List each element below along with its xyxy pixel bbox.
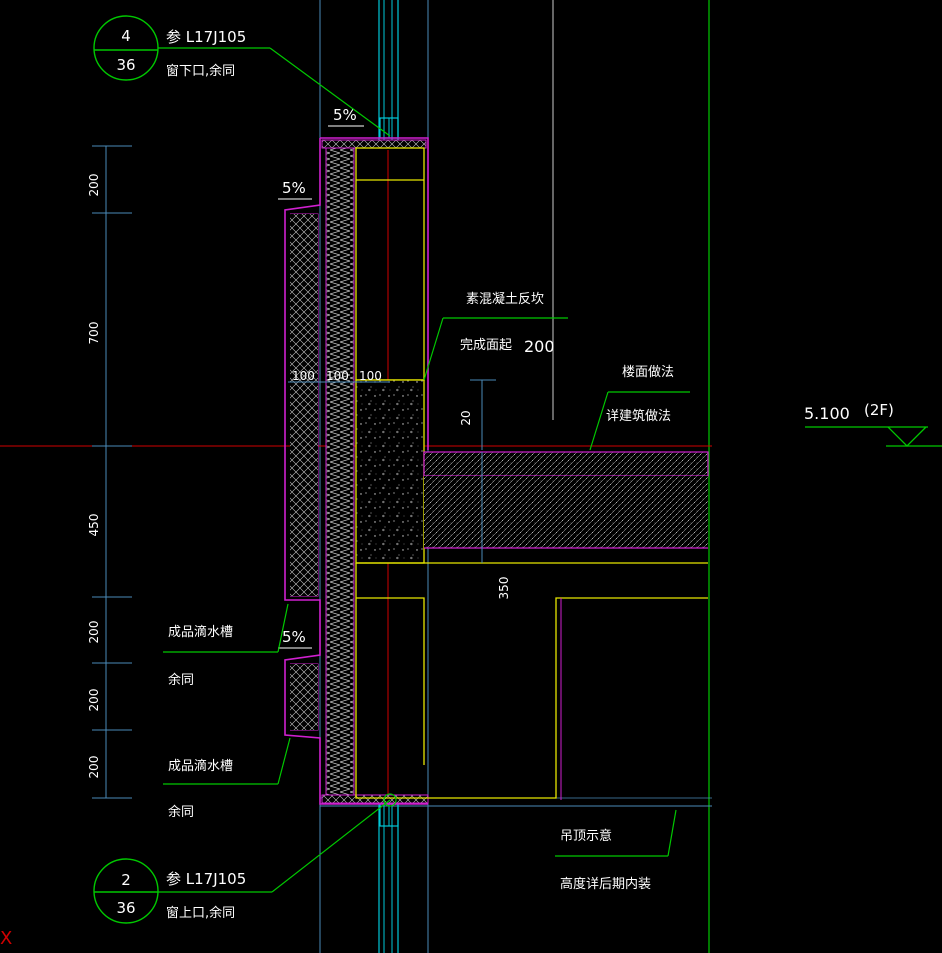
floor-method-text: 楼面做法 bbox=[622, 365, 674, 380]
dim-200-c: 200 bbox=[87, 689, 101, 712]
detail-callout-bottom: 2 36 参 L17J105 窗上口,余同 bbox=[93, 793, 397, 924]
dim-200-a: 200 bbox=[87, 174, 101, 197]
dim-100-a: 100 bbox=[292, 369, 315, 383]
drip1-text: 成品滴水槽 bbox=[168, 624, 233, 640]
finish-height-value: 200 bbox=[524, 337, 555, 356]
callout-top-sheet: 36 bbox=[116, 56, 135, 74]
callout-top-ref: 参 L17J105 bbox=[166, 28, 246, 46]
dimension-350: 350 bbox=[481, 452, 511, 600]
dim-350-label: 350 bbox=[497, 577, 511, 600]
elevation-floor: (2F) bbox=[864, 401, 894, 419]
floor-slab bbox=[355, 451, 709, 800]
label-ceiling: 吊顶示意 高度详后期内装 bbox=[555, 809, 677, 892]
dim-100-c: 100 bbox=[359, 369, 382, 383]
dimension-chain-left bbox=[92, 145, 132, 799]
callout-top-number: 4 bbox=[121, 27, 131, 45]
window-frame-top bbox=[378, 0, 399, 140]
floor-method-ref: 详建筑做法 bbox=[606, 408, 671, 424]
slope-marks: 5% 5% 5% bbox=[278, 106, 364, 649]
elevation-value: 5.100 bbox=[804, 404, 850, 423]
dim-100-b: 100 bbox=[326, 369, 349, 383]
drip2-note: 余同 bbox=[168, 804, 194, 820]
slope-lower: 5% bbox=[282, 628, 306, 646]
slope-upper: 5% bbox=[282, 179, 306, 197]
finish-height-text: 完成面起 bbox=[460, 338, 512, 353]
callout-bottom-number: 2 bbox=[121, 871, 131, 889]
slope-top: 5% bbox=[333, 106, 357, 124]
label-concrete-upturn: 素混凝土反坎 完成面起 200 bbox=[423, 291, 568, 381]
dim-200-b: 200 bbox=[87, 621, 101, 644]
window-frame-bottom bbox=[378, 800, 399, 953]
facade-cladding bbox=[284, 137, 429, 805]
drip1-note: 余同 bbox=[168, 672, 194, 688]
callout-bottom-note: 窗上口,余同 bbox=[166, 905, 235, 921]
callout-bottom-ref: 参 L17J105 bbox=[166, 870, 246, 888]
dim-700: 700 bbox=[87, 322, 101, 345]
dimension-20: 20 bbox=[459, 379, 496, 450]
axis-marker-x: X bbox=[0, 928, 12, 949]
elevation-mark: 5.100 (2F) bbox=[804, 401, 942, 447]
callout-bottom-sheet: 36 bbox=[116, 899, 135, 917]
dim-450: 450 bbox=[87, 514, 101, 537]
dim-200-d: 200 bbox=[87, 756, 101, 779]
concrete-upturn-text: 素混凝土反坎 bbox=[466, 291, 544, 307]
ceiling-text: 吊顶示意 bbox=[560, 828, 612, 844]
detail-callout-top: 4 36 参 L17J105 窗下口,余同 bbox=[93, 15, 391, 137]
ceiling-note: 高度详后期内装 bbox=[560, 876, 651, 892]
dimension-chain-mid: 100 100 100 bbox=[288, 369, 390, 383]
label-floor-method: 楼面做法 详建筑做法 bbox=[589, 365, 690, 451]
drip2-text: 成品滴水槽 bbox=[168, 758, 233, 774]
masonry-wall bbox=[355, 147, 425, 564]
dimension-labels-left: 200 700 450 200 200 200 bbox=[87, 174, 101, 779]
dim-20-label: 20 bbox=[459, 410, 473, 425]
label-drip-2: 成品滴水槽 余同 bbox=[163, 737, 291, 820]
callout-top-note: 窗下口,余同 bbox=[166, 63, 235, 79]
label-drip-1: 成品滴水槽 余同 bbox=[163, 603, 289, 688]
